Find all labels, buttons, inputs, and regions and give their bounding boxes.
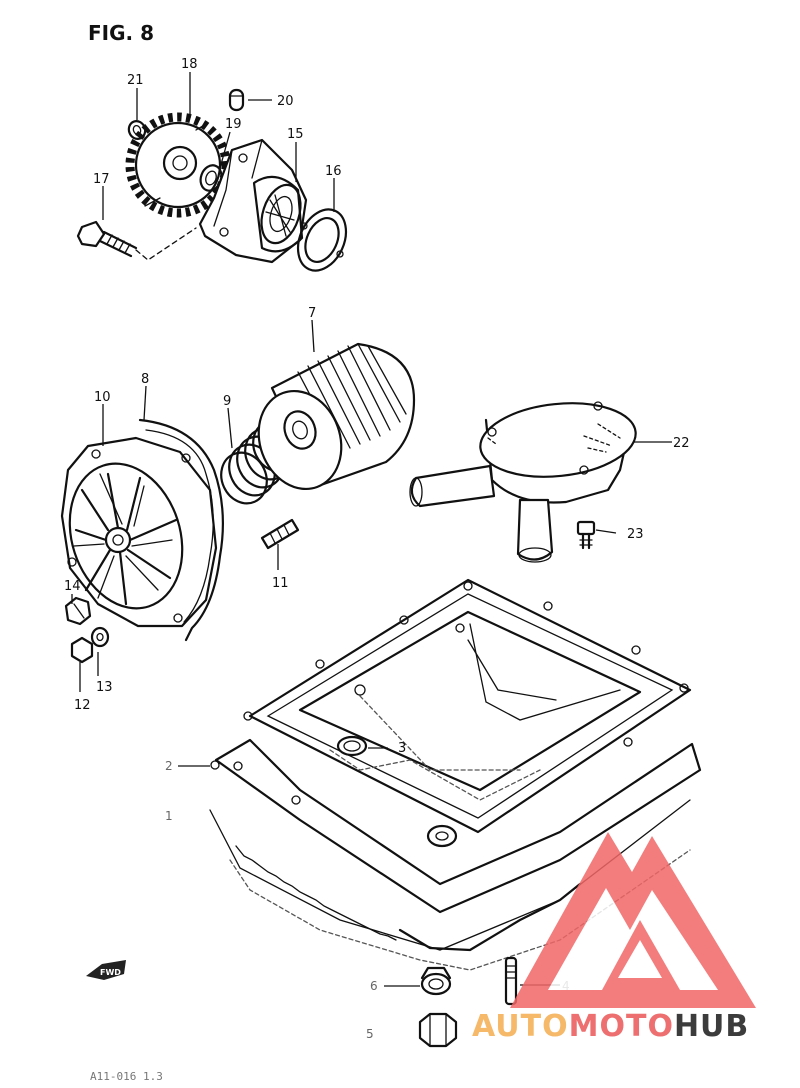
callout-8: 8 bbox=[141, 372, 149, 387]
part-20-pin bbox=[228, 88, 245, 112]
watermark-moto: MOTO bbox=[569, 1009, 674, 1044]
part-11-stud bbox=[260, 518, 300, 550]
callout-22: 22 bbox=[673, 436, 690, 451]
watermark-logo: AUTOMOTOHUB bbox=[472, 832, 756, 1044]
callout-5: 5 bbox=[366, 1027, 374, 1041]
callout-19: 19 bbox=[225, 117, 242, 132]
fwd-label: FWD bbox=[100, 968, 121, 977]
fwd-direction-arrow: FWD bbox=[86, 960, 126, 980]
watermark-text: AUTOMOTOHUB bbox=[472, 1009, 749, 1044]
callout-6: 6 bbox=[370, 979, 378, 993]
watermark-auto: AUTO bbox=[472, 1009, 569, 1044]
pan-gasket-outer bbox=[248, 578, 692, 834]
figure-title: FIG. 8 bbox=[88, 21, 154, 45]
callout-9: 9 bbox=[223, 394, 231, 409]
callout-3: 3 bbox=[398, 741, 406, 756]
callout-2: 2 bbox=[165, 759, 173, 773]
part-23-strainer-bolt bbox=[576, 520, 596, 550]
callout-17: 17 bbox=[93, 172, 110, 187]
callout-21: 21 bbox=[127, 73, 144, 88]
part-21-circlip bbox=[127, 120, 147, 140]
callout-15: 15 bbox=[287, 127, 304, 142]
watermark-hub: HUB bbox=[674, 1009, 749, 1044]
part-12-nut bbox=[70, 636, 94, 664]
part-14-cover-bolt bbox=[64, 596, 92, 626]
part-13-washer bbox=[90, 626, 110, 648]
callout-10: 10 bbox=[94, 390, 111, 405]
part-4-stud bbox=[504, 956, 518, 1006]
callout-1: 1 bbox=[165, 809, 173, 823]
part-5-drain-plug bbox=[418, 1012, 458, 1048]
part-10-filter-cover bbox=[60, 436, 218, 628]
callout-12: 12 bbox=[74, 698, 91, 713]
part-17-bolt bbox=[76, 220, 197, 261]
callout-16: 16 bbox=[325, 164, 342, 179]
callout-7: 7 bbox=[308, 306, 316, 321]
callout-11: 11 bbox=[272, 576, 289, 591]
callout-20: 20 bbox=[277, 94, 294, 109]
part-7-oil-filter bbox=[257, 342, 416, 491]
part-6-drain-gasket bbox=[420, 966, 452, 996]
watermark-triangle-mark bbox=[510, 832, 756, 1008]
callout-13: 13 bbox=[96, 680, 113, 695]
part-2-pan-gasket bbox=[210, 760, 243, 771]
part-8-cover-gasket bbox=[138, 418, 224, 642]
callout-numbers: 21 18 19 20 15 16 17 7 8 10 9 22 23 11 1… bbox=[64, 57, 690, 1041]
callout-23: 23 bbox=[627, 527, 644, 542]
callout-14: 14 bbox=[64, 579, 81, 594]
part-16-oring bbox=[296, 208, 348, 272]
part-22-oil-strainer bbox=[409, 401, 637, 563]
part-15-oil-pump bbox=[198, 138, 308, 264]
callout-18: 18 bbox=[181, 57, 198, 72]
part-3-oring bbox=[336, 735, 368, 757]
footer-code: A11-016 1.3 bbox=[90, 1070, 163, 1083]
part-1-oil-pan bbox=[209, 578, 702, 971]
